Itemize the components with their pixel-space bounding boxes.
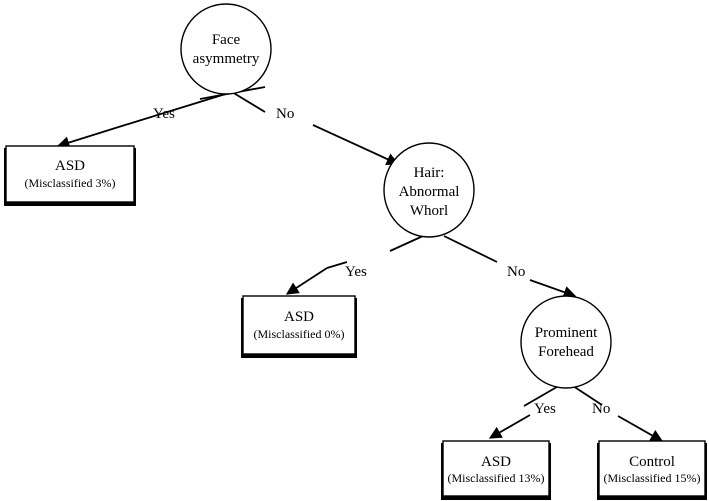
edge-label-no-3: No bbox=[592, 401, 610, 417]
node-label-line: Face bbox=[212, 32, 241, 48]
edge-label-yes-1: Yes bbox=[153, 106, 175, 122]
edge-face-asymmetry-yes bbox=[56, 91, 233, 149]
edge-abnormal-whorl-yes bbox=[285, 235, 424, 295]
leaf-subtitle: (Misclassified 13%) bbox=[448, 471, 545, 485]
edge-label-yes-3: Yes bbox=[534, 401, 556, 417]
leaf-title: ASD bbox=[284, 309, 314, 325]
node-label-line: Prominent bbox=[535, 325, 598, 341]
decision-node-face-asymmetry: Face asymmetry bbox=[180, 3, 272, 95]
leaf-subtitle: (Misclassified 3%) bbox=[25, 176, 116, 190]
edge-prominent-forehead-no bbox=[569, 383, 664, 442]
leaf-asd-13: ASD (Misclassified 13%) bbox=[441, 440, 551, 500]
node-label-line: Abnormal bbox=[399, 184, 460, 200]
edge-label-no-1: No bbox=[276, 106, 294, 122]
leaf-title: ASD bbox=[481, 454, 511, 470]
edge-prominent-forehead-yes bbox=[488, 383, 563, 439]
node-label-line: Forehead bbox=[538, 344, 594, 360]
decision-node-prominent-forehead: Prominent Forehead bbox=[520, 295, 612, 389]
leaf-title: ASD bbox=[55, 158, 85, 174]
leaf-subtitle: (Misclassified 15%) bbox=[604, 471, 701, 485]
edge-label-no-2: No bbox=[507, 264, 525, 280]
edge-face-asymmetry-no bbox=[199, 86, 400, 165]
node-label-line: asymmetry bbox=[193, 51, 260, 67]
leaf-asd-0: ASD (Misclassified 0%) bbox=[241, 295, 357, 358]
leaf-subtitle: (Misclassified 0%) bbox=[254, 327, 345, 341]
leaf-title: Control bbox=[629, 454, 675, 470]
leaf-control-15: Control (Misclassified 15%) bbox=[597, 440, 707, 500]
edge-abnormal-whorl-no bbox=[443, 235, 577, 299]
decision-node-abnormal-whorl: Hair: Abnormal Whorl bbox=[383, 142, 475, 238]
node-label-line: Hair: bbox=[414, 165, 445, 181]
leaf-asd-3: ASD (Misclassified 3%) bbox=[4, 145, 136, 206]
node-label-line: Whorl bbox=[410, 203, 448, 219]
edge-label-yes-2: Yes bbox=[345, 264, 367, 280]
